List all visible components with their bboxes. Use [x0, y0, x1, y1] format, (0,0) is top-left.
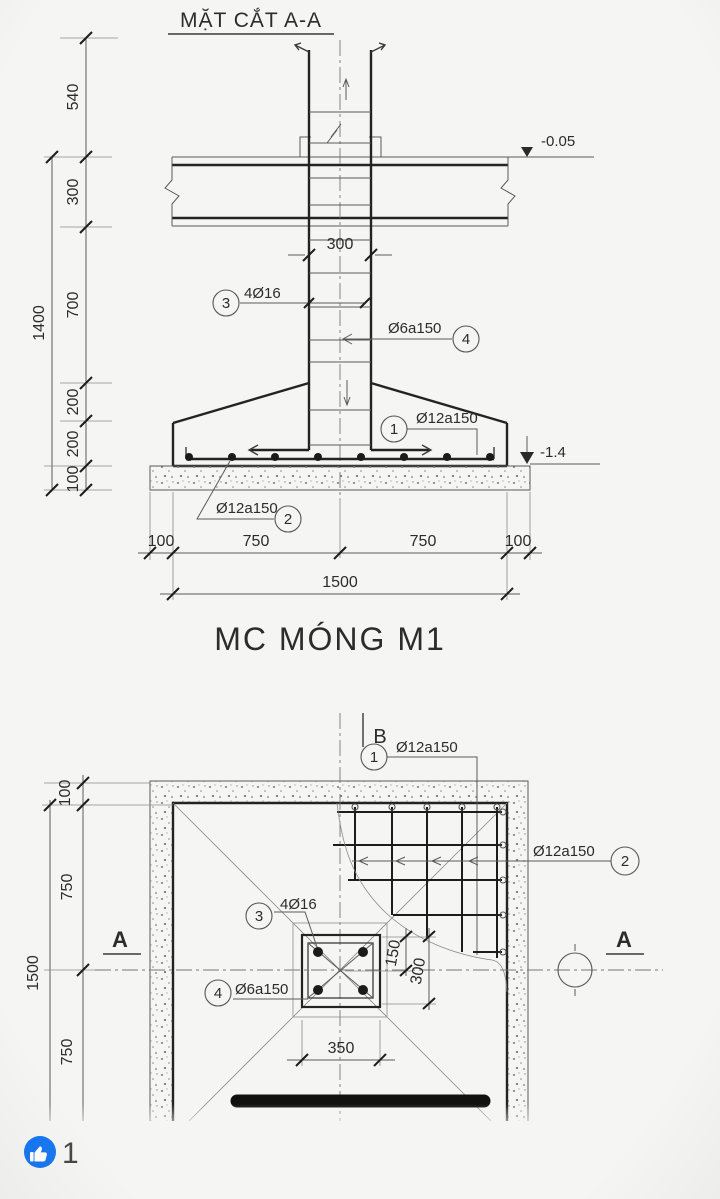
like-button[interactable] — [24, 1136, 56, 1168]
dim-100: 100 — [65, 466, 82, 493]
dim-1500: 1500 — [322, 574, 358, 591]
crop-fade — [0, 1104, 720, 1136]
plan-dim-100: 100 — [57, 780, 74, 807]
plan-callout-4-num: 4 — [214, 985, 222, 1002]
callout-1-num: 1 — [390, 421, 398, 438]
dim-700: 700 — [65, 292, 82, 319]
level-bottom-value: -1.4 — [540, 444, 566, 461]
plan-dim-1500: 1500 — [25, 955, 42, 991]
dim-100r: 100 — [505, 533, 532, 550]
marker-a-right: A — [616, 927, 632, 952]
plan-callout-1-num: 1 — [370, 749, 378, 766]
dim-1400: 1400 — [31, 305, 48, 341]
plan-callout-3-num: 3 — [255, 908, 263, 925]
plan-callout-3-label: 4Ø16 — [280, 896, 317, 913]
plan-callout-2-label: Ø12a150 — [533, 843, 595, 860]
plan-callout-4-label: Ø6a150 — [235, 981, 288, 998]
plan-callout-2-num: 2 — [621, 853, 629, 870]
callout-3-num: 3 — [222, 295, 230, 312]
level-top-value: -0.05 — [541, 133, 575, 150]
plan-dim-750a: 750 — [59, 874, 76, 901]
dim-540: 540 — [65, 84, 82, 111]
dim-350: 350 — [328, 1040, 355, 1057]
lean-concrete — [149, 465, 531, 491]
callout-4-num: 4 — [462, 331, 470, 348]
marker-b: B — [373, 726, 386, 748]
dim-100l: 100 — [148, 533, 175, 550]
callout-2-num: 2 — [284, 511, 292, 528]
section-title: MẶT CẮT A-A — [180, 8, 322, 32]
dim-750l: 750 — [243, 533, 270, 550]
callout-4-label: Ø6a150 — [388, 320, 441, 337]
dim-col-300: 300 — [327, 236, 354, 253]
marker-a-left: A — [112, 927, 128, 952]
like-count: 1 — [62, 1137, 79, 1170]
plan-dim-750b: 750 — [59, 1039, 76, 1066]
dim-300: 300 — [65, 179, 82, 206]
callout-1-label: Ø12a150 — [416, 410, 478, 427]
dim-200a: 200 — [65, 389, 82, 416]
section-caption: MC MÓNG M1 — [214, 621, 446, 657]
dim-750r: 750 — [410, 533, 437, 550]
dim-200b: 200 — [65, 431, 82, 458]
plan-callout-1-label: Ø12a150 — [396, 739, 458, 756]
callout-2-label: Ø12a150 — [216, 500, 278, 517]
callout-3-label: 4Ø16 — [244, 285, 281, 302]
